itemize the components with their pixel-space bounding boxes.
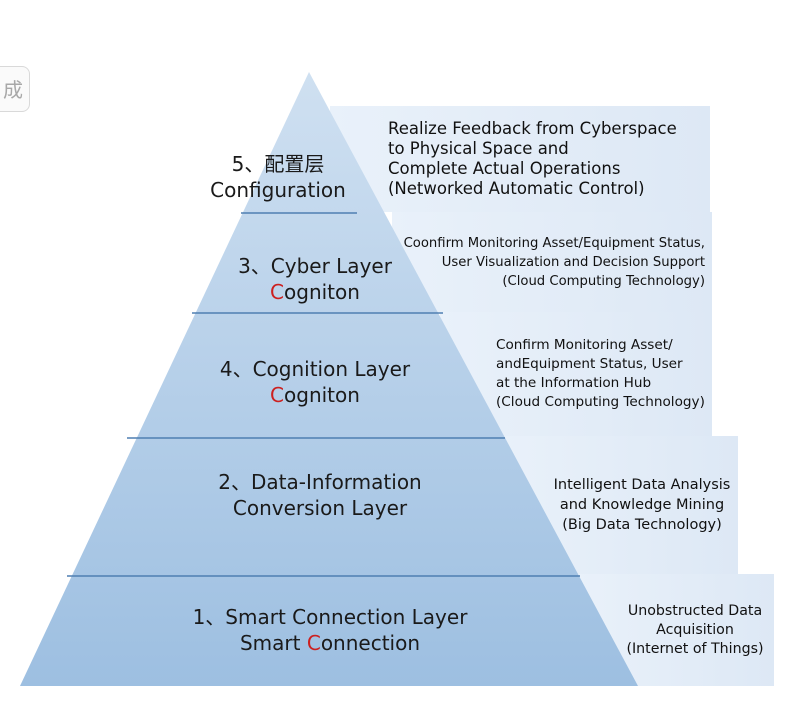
layer-label-cognition: 4、Cognition Layer Cogniton bbox=[170, 356, 460, 408]
layer-title: 1、Smart Connection Layer bbox=[192, 605, 468, 629]
subtitle-prefix: Smart bbox=[239, 631, 307, 655]
description-line: Coonfirm Monitoring Asset/Equipment Stat… bbox=[403, 235, 705, 251]
description-line: (Cloud Computing Technology) bbox=[496, 394, 705, 410]
subtitle-initial: C bbox=[270, 383, 285, 407]
subtitle-initial: C bbox=[270, 280, 285, 304]
subtitle-rest: ogniton bbox=[284, 383, 360, 407]
description-line: Realize Feedback from Cyberspace bbox=[388, 119, 677, 138]
description-line: to Physical Space and bbox=[388, 139, 569, 158]
subtitle-initial: C bbox=[306, 631, 321, 655]
pyramid-shape bbox=[20, 72, 638, 686]
description-box-configuration: Realize Feedback from Cyberspace to Phys… bbox=[330, 106, 710, 212]
description-box-cyber: Coonfirm Monitoring Asset/Equipment Stat… bbox=[392, 212, 712, 312]
layer-title: 5、配置层 bbox=[231, 152, 325, 176]
description-line: Acquisition bbox=[656, 621, 734, 638]
layer-subtitle: Cogniton bbox=[170, 382, 460, 408]
description-box-smart-connection: Unobstructed Data Acquisition (Internet … bbox=[578, 574, 774, 686]
description-line: (Internet of Things) bbox=[626, 640, 764, 657]
description-line: Confirm Monitoring Asset/ bbox=[496, 337, 673, 353]
layer-title: 4、Cognition Layer bbox=[219, 357, 411, 381]
layer-subtitle: Smart Connection bbox=[130, 630, 530, 656]
layer-label-smart-connection: 1、Smart Connection Layer Smart Connectio… bbox=[130, 604, 530, 656]
layer-label-cyber: 3、Cyber Layer Cogniton bbox=[170, 253, 460, 305]
layer-subtitle: Configuration bbox=[210, 178, 346, 202]
description-line: User Visualization and Decision Support bbox=[441, 254, 705, 270]
layer-label-data-information: 2、Data-Information Conversion Layer bbox=[150, 469, 490, 521]
description-line: and Knowledge Mining bbox=[559, 497, 725, 513]
subtitle-rest: onnection bbox=[320, 631, 421, 655]
layer-label-configuration: 5、配置层 Configuration bbox=[205, 151, 351, 203]
description-line: andEquipment Status, User bbox=[496, 356, 683, 372]
description-line: Unobstructed Data bbox=[627, 602, 763, 619]
description-line: (Big Data Technology) bbox=[562, 517, 722, 533]
layer-subtitle: Conversion Layer bbox=[232, 496, 408, 520]
corner-badge: 成 bbox=[0, 66, 30, 112]
description-line: at the Information Hub bbox=[496, 375, 652, 391]
layer-subtitle: Cogniton bbox=[170, 279, 460, 305]
layer-title: 3、Cyber Layer bbox=[238, 254, 392, 278]
subtitle-rest: ogniton bbox=[284, 280, 360, 304]
description-line: (Networked Automatic Control) bbox=[388, 179, 645, 198]
description-line: Intelligent Data Analysis bbox=[553, 477, 731, 493]
description-line: (Cloud Computing Technology) bbox=[502, 273, 705, 289]
layer-title: 2、Data-Information bbox=[218, 470, 422, 494]
description-line: Complete Actual Operations bbox=[388, 159, 621, 178]
